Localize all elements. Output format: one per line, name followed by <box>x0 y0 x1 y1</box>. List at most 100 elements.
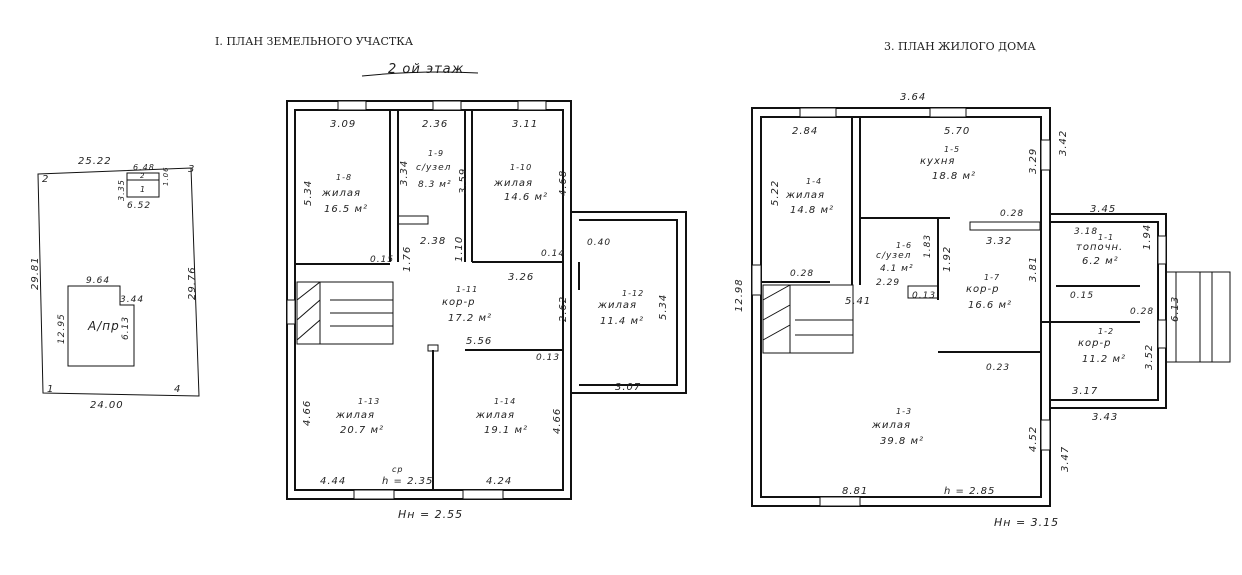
room-area: 6.2 м² <box>1082 256 1119 267</box>
dim-label: 3.26 <box>508 272 534 283</box>
site-corner-3: 3 <box>188 164 195 175</box>
dim-label: 0.28 <box>1130 307 1154 317</box>
room-area: 8.3 м² <box>418 180 452 190</box>
dim-label: 5.56 <box>466 336 492 347</box>
room-id: 1-3 <box>896 407 912 416</box>
room-id: 1-7 <box>984 273 1000 282</box>
floor2-stairs <box>296 281 394 345</box>
dim-label: 2.84 <box>792 126 818 137</box>
room-area: 11.2 м² <box>1082 354 1126 365</box>
dim-label: 6.13 <box>1170 296 1181 322</box>
window <box>286 299 296 325</box>
room-name: жилая <box>475 410 515 421</box>
room-name: жилая <box>321 188 361 199</box>
dim-label: 0.23 <box>986 363 1010 373</box>
dim-label: 5.41 <box>845 296 871 307</box>
house-plan-header: 3. ПЛАН ЖИЛОГО ДОМА <box>884 40 1036 53</box>
site-small-d: 1.06 <box>162 166 170 186</box>
dim-label: 1.10 <box>454 236 465 262</box>
floor1-height-label: Hн = 3.15 <box>994 516 1059 529</box>
room-name: кухня <box>920 156 955 167</box>
room-area: 16.5 м² <box>324 204 368 215</box>
dim-label: 2.62 <box>558 296 569 322</box>
room-id: 1-11 <box>456 285 478 294</box>
site-house-outline <box>67 285 135 367</box>
room-id: 1-14 <box>494 397 516 406</box>
site-house-label: А/пр <box>87 319 120 333</box>
dim-label: 0.13 <box>912 291 936 301</box>
dim-label: 3.45 <box>1090 204 1116 215</box>
dim-label: 1.76 <box>402 246 413 272</box>
site-corner-4: 4 <box>174 384 181 395</box>
room-name: жилая <box>785 190 825 201</box>
room-area: 18.8 м² <box>932 171 976 182</box>
room-id: 1-10 <box>510 163 532 172</box>
room-id: 1-8 <box>336 173 352 182</box>
dim-label: 3.47 <box>1060 446 1071 472</box>
site-house-w: 9.64 <box>86 276 110 286</box>
room-id: 1-9 <box>428 149 444 158</box>
dim-label: 5.22 <box>770 180 781 206</box>
window <box>432 100 462 111</box>
dim-label: h = 2.85 <box>944 486 995 497</box>
dim-label: 3.43 <box>1092 412 1118 423</box>
room-area: 20.7 м² <box>340 425 384 436</box>
window <box>517 100 547 111</box>
room-id: 1-4 <box>806 177 822 186</box>
porch <box>1166 271 1231 363</box>
dim-label: 3.81 <box>1028 256 1039 282</box>
dim-label: 0.28 <box>790 269 814 279</box>
window <box>799 107 837 118</box>
window <box>929 107 967 118</box>
room-area: 11.4 м² <box>600 316 644 327</box>
dim-label: 12.98 <box>734 278 745 312</box>
dim-label: 2.36 <box>422 119 448 130</box>
site-corner-2: 2 <box>42 174 49 185</box>
dim-label: 8.81 <box>842 486 868 497</box>
floor1-stairs <box>762 284 854 354</box>
room-name: жилая <box>335 410 375 421</box>
dim-label: 1.83 <box>923 234 933 258</box>
site-small-id2: 2 <box>140 172 145 180</box>
dim-label: 3.64 <box>900 92 926 103</box>
room-name: кор-р <box>1078 338 1111 349</box>
dim-label: 3.42 <box>1058 130 1069 156</box>
site-left-dim: 29.81 <box>30 256 41 290</box>
window <box>1040 139 1051 171</box>
dim-label: h = 2.35 <box>382 476 433 487</box>
dim-label: 5.70 <box>944 126 970 137</box>
dim-label: 3.29 <box>1028 148 1039 174</box>
dim-label: 4.66 <box>552 408 563 434</box>
site-bottom-dim: 24.00 <box>90 400 124 411</box>
floor1-outer-wall <box>751 107 1051 507</box>
window <box>1040 419 1051 451</box>
dim-label: 4.24 <box>486 476 512 487</box>
room-area: 39.8 м² <box>880 436 924 447</box>
site-small-id: 1 <box>140 185 146 194</box>
site-plan: 25.22 24.00 29.81 29.76 2 3 1 4 6.48 2 1… <box>30 156 200 411</box>
floor2-height-label: Hн = 2.55 <box>398 508 463 521</box>
dim-label: 0.13 <box>536 353 560 363</box>
room-name: жилая <box>871 420 911 431</box>
room-id: 1-2 <box>1098 327 1114 336</box>
dim-label: 2.29 <box>876 278 900 288</box>
room-name: жилая <box>597 300 637 311</box>
site-small-building <box>126 172 160 198</box>
window <box>1157 319 1167 349</box>
room-name: кор-р <box>966 284 999 295</box>
window <box>337 100 367 111</box>
window <box>353 489 395 500</box>
site-house-h: 12.95 <box>57 313 67 344</box>
room-name: жилая <box>493 178 533 189</box>
site-top-dim: 25.22 <box>78 156 112 167</box>
room-area: 19.1 м² <box>484 425 528 436</box>
site-boundary <box>37 167 200 397</box>
room-id: 1-1 <box>1098 233 1114 242</box>
room-name: кор-р <box>442 297 475 308</box>
floor2-annex-wall <box>571 211 687 394</box>
floor2-outer-wall <box>286 100 572 500</box>
dim-label: 5.34 <box>303 180 314 206</box>
dim-label: 2.38 <box>420 236 446 247</box>
dim-label: 3.09 <box>330 119 356 130</box>
dim-label: 0.14 <box>541 249 565 259</box>
